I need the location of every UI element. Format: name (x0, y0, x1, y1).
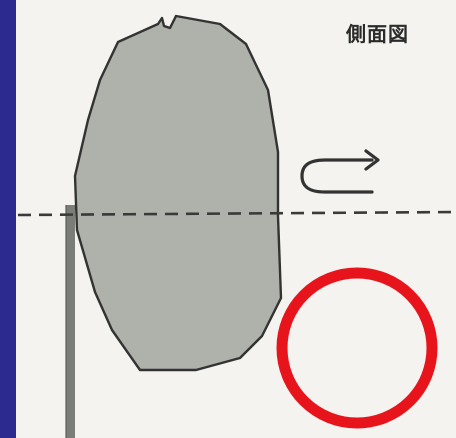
object-outline (73, 14, 283, 372)
view-label: 側面図 (346, 22, 409, 46)
vertical-rod (66, 205, 75, 438)
highlight-circle (276, 267, 438, 429)
dashed-reference-line (17, 210, 456, 217)
u-turn-arrow-icon (300, 149, 380, 194)
